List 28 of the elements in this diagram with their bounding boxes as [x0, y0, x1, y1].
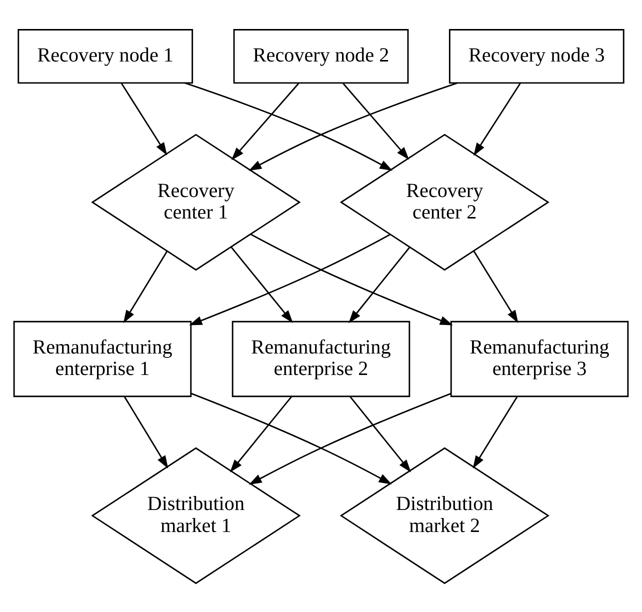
arrow — [473, 250, 518, 323]
arrow — [248, 82, 458, 170]
node-diamond: Recovery center 1 — [91, 133, 301, 270]
arrow — [120, 82, 168, 155]
arrow — [124, 396, 168, 468]
node-diamond: Distribution market 1 — [91, 446, 301, 584]
arrow — [230, 246, 293, 323]
node-box: Recovery node 2 — [233, 28, 409, 84]
arrow — [230, 396, 292, 472]
arrow — [250, 233, 453, 325]
node-diamond: Distribution market 2 — [340, 446, 550, 584]
arrow — [472, 396, 518, 468]
node-diamond: Recovery center 2 — [340, 133, 550, 270]
node-box: Remanufacturing enterprise 3 — [450, 320, 629, 397]
node-box: Remanufacturing enterprise 1 — [13, 320, 192, 397]
node-box: Recovery node 1 — [18, 28, 194, 84]
arrow — [348, 246, 410, 323]
node-box: Recovery node 3 — [448, 28, 624, 84]
arrow — [190, 392, 392, 484]
arrow — [123, 250, 168, 323]
arrow — [189, 234, 390, 325]
arrow — [474, 82, 521, 156]
node-box: Remanufacturing enterprise 2 — [232, 320, 410, 397]
arrow — [349, 396, 412, 472]
arrow — [342, 82, 410, 160]
arrow — [231, 82, 300, 160]
arrow — [184, 82, 393, 170]
arrow — [248, 392, 452, 484]
